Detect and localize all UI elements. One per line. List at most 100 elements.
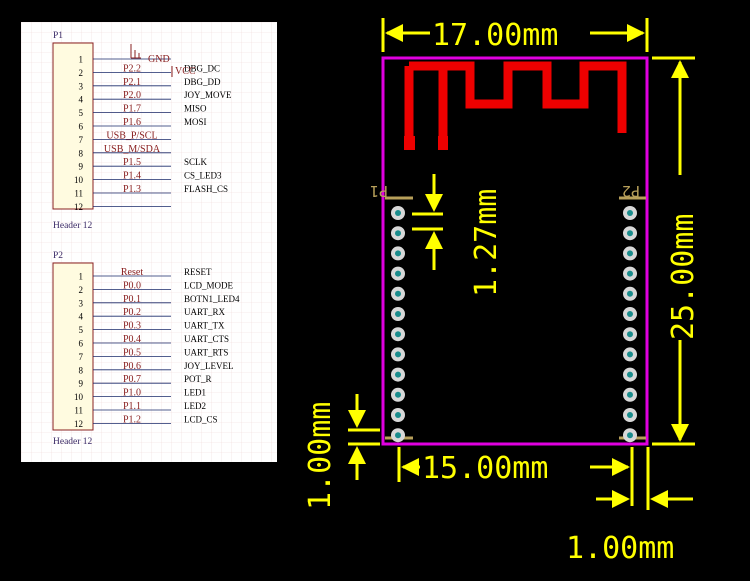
p2-pin-number: 6: [79, 339, 84, 349]
p1-pin-number: 11: [74, 189, 83, 199]
p1-pin-number: 7: [79, 135, 84, 145]
p1-net-label: P2.1: [123, 77, 141, 88]
p1-signal-name: DBG_DD: [184, 77, 221, 87]
p1-pin-number: 8: [79, 148, 84, 158]
p1-pad-hole: [395, 230, 401, 237]
p2-net-label: P0.6: [123, 361, 141, 372]
p1-pin-number: 5: [79, 108, 84, 118]
p2-signal-name: LCD_CS: [184, 414, 218, 424]
p1-signal-name: FLASH_CS: [184, 184, 228, 194]
dimension-height: [652, 56, 695, 446]
p1-net-label: P2.0: [123, 90, 141, 101]
dimension-pin-span-label: 15.00mm: [422, 451, 548, 486]
p2-pad-hole: [627, 351, 633, 358]
p2-pin-number: 11: [74, 406, 83, 416]
antenna-feed-pad: [404, 136, 415, 150]
p1-pad-hole: [395, 432, 401, 439]
p2-net-label: P0.2: [123, 307, 141, 318]
p2-pin-number: 3: [79, 298, 84, 308]
p2-pin-number: 8: [79, 365, 84, 375]
board-outline: [381, 56, 649, 446]
antenna-trace: [404, 61, 627, 138]
p1-pad-hole: [395, 311, 401, 317]
p2-pin-number: 2: [79, 285, 84, 295]
p2-signal-name: JOY_LEVEL: [184, 361, 234, 371]
p2-signal-name: BOTN1_LED4: [184, 294, 240, 304]
p2-net-label: P1.1: [123, 401, 141, 412]
p2-pin-number: 7: [79, 352, 84, 362]
p1-pin-number: 9: [79, 162, 84, 172]
p2-signal-name: LED2: [184, 401, 206, 411]
p1-signal-name: MOSI: [184, 117, 207, 127]
p1-pad-hole: [395, 371, 401, 378]
p2-pin-number: 4: [79, 312, 84, 322]
dimension-pitch-label: 1.27mm: [469, 189, 504, 297]
p2-signal-name: POT_R: [184, 374, 212, 384]
p1-net-label: P1.4: [123, 171, 141, 182]
dimension-right-margin: [596, 447, 693, 510]
p1-signal-name: MISO: [184, 104, 207, 114]
dimension-edge-margin-label: 1.00mm: [303, 402, 338, 510]
p2-net-label: P0.7: [123, 374, 141, 385]
dimension-width: [381, 18, 649, 52]
p1-net-label: P1.5: [123, 157, 141, 168]
p2-signal-name: RESET: [184, 267, 212, 277]
p1-pin-number: 10: [74, 175, 84, 185]
p1-pad-hole: [395, 270, 401, 277]
p2-pad-hole: [627, 391, 633, 398]
p1-signal-name: SCLK: [184, 157, 208, 167]
p2-pad-hole: [627, 371, 633, 378]
p2-signal-name: UART_CTS: [184, 334, 229, 344]
p1-net-label: USB_M/SDA: [104, 144, 161, 155]
p1-net-label: P1.6: [123, 117, 141, 128]
p2-signal-name: UART_RTS: [184, 347, 228, 357]
p1-pin-number: 3: [79, 81, 84, 91]
gnd-symbol: GND: [130, 44, 170, 65]
p1-pad-hole: [395, 210, 401, 216]
dimension-right-margin-label: 1.00mm: [566, 531, 674, 566]
dimension-pin-span: [397, 447, 634, 506]
p2-net-label: P1.0: [123, 388, 141, 399]
dimension-pitch: [412, 174, 443, 270]
p2-pin-number: 12: [74, 419, 83, 429]
p2-pad-hole: [627, 230, 633, 237]
p2-signal-name: LCD_MODE: [184, 280, 234, 290]
p2-net-label: P0.4: [123, 334, 141, 345]
p2-signal-name: UART_RX: [184, 307, 225, 317]
p1-signal-name: JOY_MOVE: [184, 90, 232, 100]
p2-net-label: P0.1: [123, 294, 141, 305]
p1-net-label: P1.3: [123, 184, 141, 195]
p2-pad-hole: [627, 270, 633, 277]
vcc-symbol: VCC: [171, 66, 196, 77]
gnd-label: GND: [148, 54, 170, 65]
p1-net-label: USB_P/SCL: [106, 130, 157, 141]
vcc-label: VCC: [175, 66, 196, 77]
p1-header-body: [52, 42, 94, 210]
p2-pin-number: 5: [79, 325, 84, 335]
p2-pad-hole: [627, 432, 633, 439]
p1-signal-name: CS_LED3: [184, 171, 222, 181]
p2-net-label: Reset: [121, 267, 143, 278]
p2-net-label: P0.3: [123, 321, 141, 332]
p2-header-body: [52, 262, 94, 431]
p1-pin-number: 2: [79, 68, 84, 78]
antenna-ground-pad: [438, 136, 448, 150]
p1-pin-number: 1: [79, 55, 84, 65]
p1-pad-hole: [395, 412, 401, 418]
p2-pad-hole: [627, 290, 633, 297]
p2-pin-number: 10: [74, 392, 84, 402]
p1-net-label: P2.2: [123, 63, 141, 74]
p1-pin-number: 4: [79, 95, 84, 105]
header-p2-label: P2: [622, 182, 640, 200]
p2-pad-hole: [627, 311, 633, 317]
dimension-width-label: 17.00mm: [432, 18, 558, 53]
p2-net-label: P0.0: [123, 280, 141, 291]
p2-pin-number: 1: [79, 272, 84, 282]
p2-pad-hole: [627, 250, 633, 257]
p1-pin-number: 12: [74, 202, 83, 212]
p1-pin-number: 6: [79, 122, 84, 132]
p2-pin-number: 9: [79, 379, 84, 389]
p2-footer: Header 12: [53, 437, 93, 447]
